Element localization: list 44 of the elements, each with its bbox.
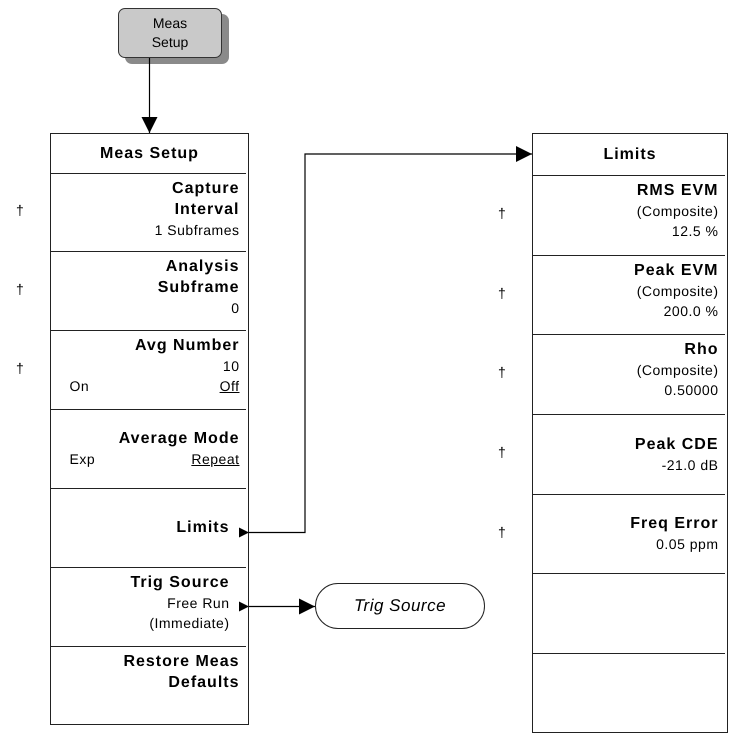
option-text: On — [70, 376, 90, 396]
softkey-value: -21.0 dB — [662, 456, 718, 474]
dagger-mark: † — [498, 364, 506, 380]
softkey-value: 10 — [222, 356, 240, 376]
softkey-label: Limits — [176, 518, 230, 538]
arrow — [239, 598, 315, 614]
dagger-mark: † — [498, 444, 506, 460]
arrow — [239, 146, 532, 538]
softkey-value: 1 Subframes — [154, 220, 240, 240]
option-text: Repeat — [191, 450, 240, 469]
softkey-value: 200.0 % — [664, 302, 718, 320]
softkey-label: Peak EVM — [634, 260, 718, 280]
softkey-label: Restore Meas Defaults — [122, 652, 240, 692]
dagger-mark: † — [16, 280, 24, 296]
option-text: Off — [220, 376, 240, 396]
option-text: Exp — [70, 450, 96, 469]
dagger-mark: † — [16, 360, 24, 376]
softkey-label: Freq Error — [630, 514, 718, 534]
softkey-value: Free Run — [167, 594, 230, 612]
softkey-label: Rho — [684, 340, 718, 360]
dagger-mark: † — [498, 205, 506, 221]
arrow — [142, 58, 158, 133]
menu-title: Limits — [602, 145, 658, 165]
softkey-menu-panel — [532, 133, 728, 733]
softkey-value: 0.50000 — [664, 380, 718, 400]
softkey-value: (Composite) — [636, 202, 718, 220]
softkey-label: RMS EVM — [636, 180, 718, 200]
dagger-mark: † — [498, 524, 506, 540]
softkey-value: (Immediate) — [149, 614, 230, 632]
dagger-mark: † — [498, 284, 506, 300]
softkey-menu-panel — [50, 133, 249, 725]
softkey-value: (Composite) — [636, 282, 718, 300]
softkey-value: 12.5 % — [672, 222, 718, 240]
softkey-label: Peak CDE — [634, 434, 718, 454]
softkey-label: Avg Number — [134, 336, 240, 356]
softkey-value: (Composite) — [636, 360, 718, 380]
softkey-label: Analysis Subframe — [156, 256, 240, 298]
softkey-label: Capture Interval — [171, 178, 240, 220]
dagger-mark: † — [16, 202, 24, 218]
softkey-label: Average Mode — [118, 429, 240, 449]
menu-title: Meas Setup — [99, 144, 200, 164]
softkey-value: 0.05 ppm — [656, 535, 718, 554]
softkey-value: 0 — [231, 298, 240, 318]
softkey-label: Trig Source — [130, 572, 230, 592]
